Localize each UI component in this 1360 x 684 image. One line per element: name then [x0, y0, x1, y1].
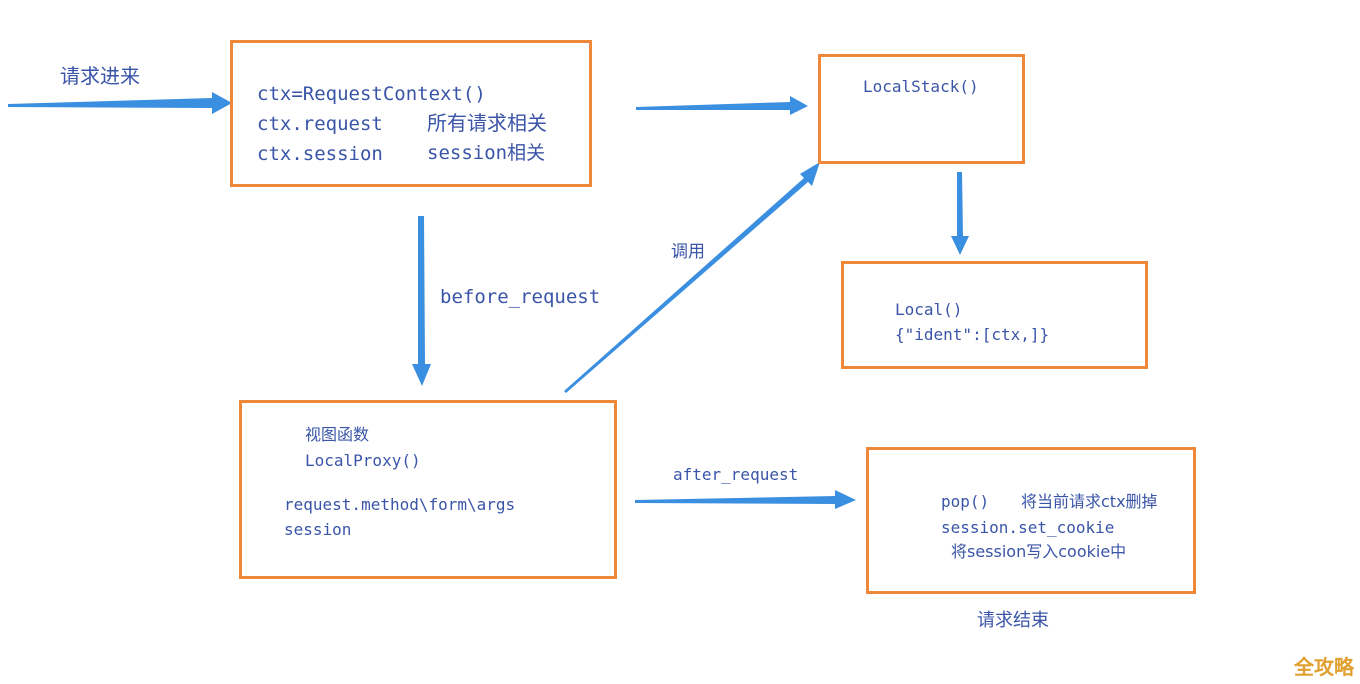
pop-line1-note: 将当前请求ctx删掉: [1021, 492, 1158, 511]
local-box: Local() {"ident":[ctx,]}: [841, 261, 1148, 369]
request-context-box: ctx=RequestContext() ctx.request 所有请求相关 …: [230, 40, 592, 187]
view-function-line4: session: [284, 520, 352, 539]
arrow-call: [564, 162, 820, 393]
local-stack-line1: LocalStack(): [863, 77, 979, 96]
local-line2: {"ident":[ctx,]}: [895, 325, 1050, 344]
label-request-end: 请求结束: [977, 610, 1049, 631]
local-line1: Local(): [895, 300, 963, 319]
local-stack-box: LocalStack(): [818, 54, 1025, 164]
pop-line1-code: pop(): [941, 492, 990, 511]
pop-box: pop() 将当前请求ctx删掉 session.set_cookie 将ses…: [866, 447, 1196, 594]
arrow-to-localstack: [636, 96, 808, 115]
label-before-request: before_request: [440, 286, 601, 308]
label-after-request: after_request: [673, 465, 799, 484]
request-context-line2-note: 所有请求相关: [427, 111, 547, 135]
request-context-line2-code: ctx.request: [257, 113, 383, 135]
view-function-line3: request.method\form\args: [284, 495, 516, 514]
request-context-line3-note: session相关: [427, 142, 546, 164]
arrow-before-request: [412, 216, 431, 386]
arrow-after-request: [635, 490, 856, 509]
watermark: 全攻略: [1294, 655, 1354, 679]
view-function-line1: 视图函数: [305, 425, 370, 444]
pop-line3: 将session写入cookie中: [951, 542, 1127, 561]
request-context-line1: ctx=RequestContext(): [257, 83, 486, 105]
label-request-in: 请求进来: [60, 64, 140, 88]
arrow-request-in: [8, 92, 232, 114]
label-call: 调用: [671, 242, 705, 262]
arrow-to-local: [951, 172, 969, 255]
view-function-line2: LocalProxy(): [305, 451, 421, 470]
request-context-line3-code: ctx.session: [257, 143, 383, 165]
view-function-box: 视图函数 LocalProxy() request.method\form\ar…: [239, 400, 617, 579]
pop-line2: session.set_cookie: [941, 518, 1115, 537]
